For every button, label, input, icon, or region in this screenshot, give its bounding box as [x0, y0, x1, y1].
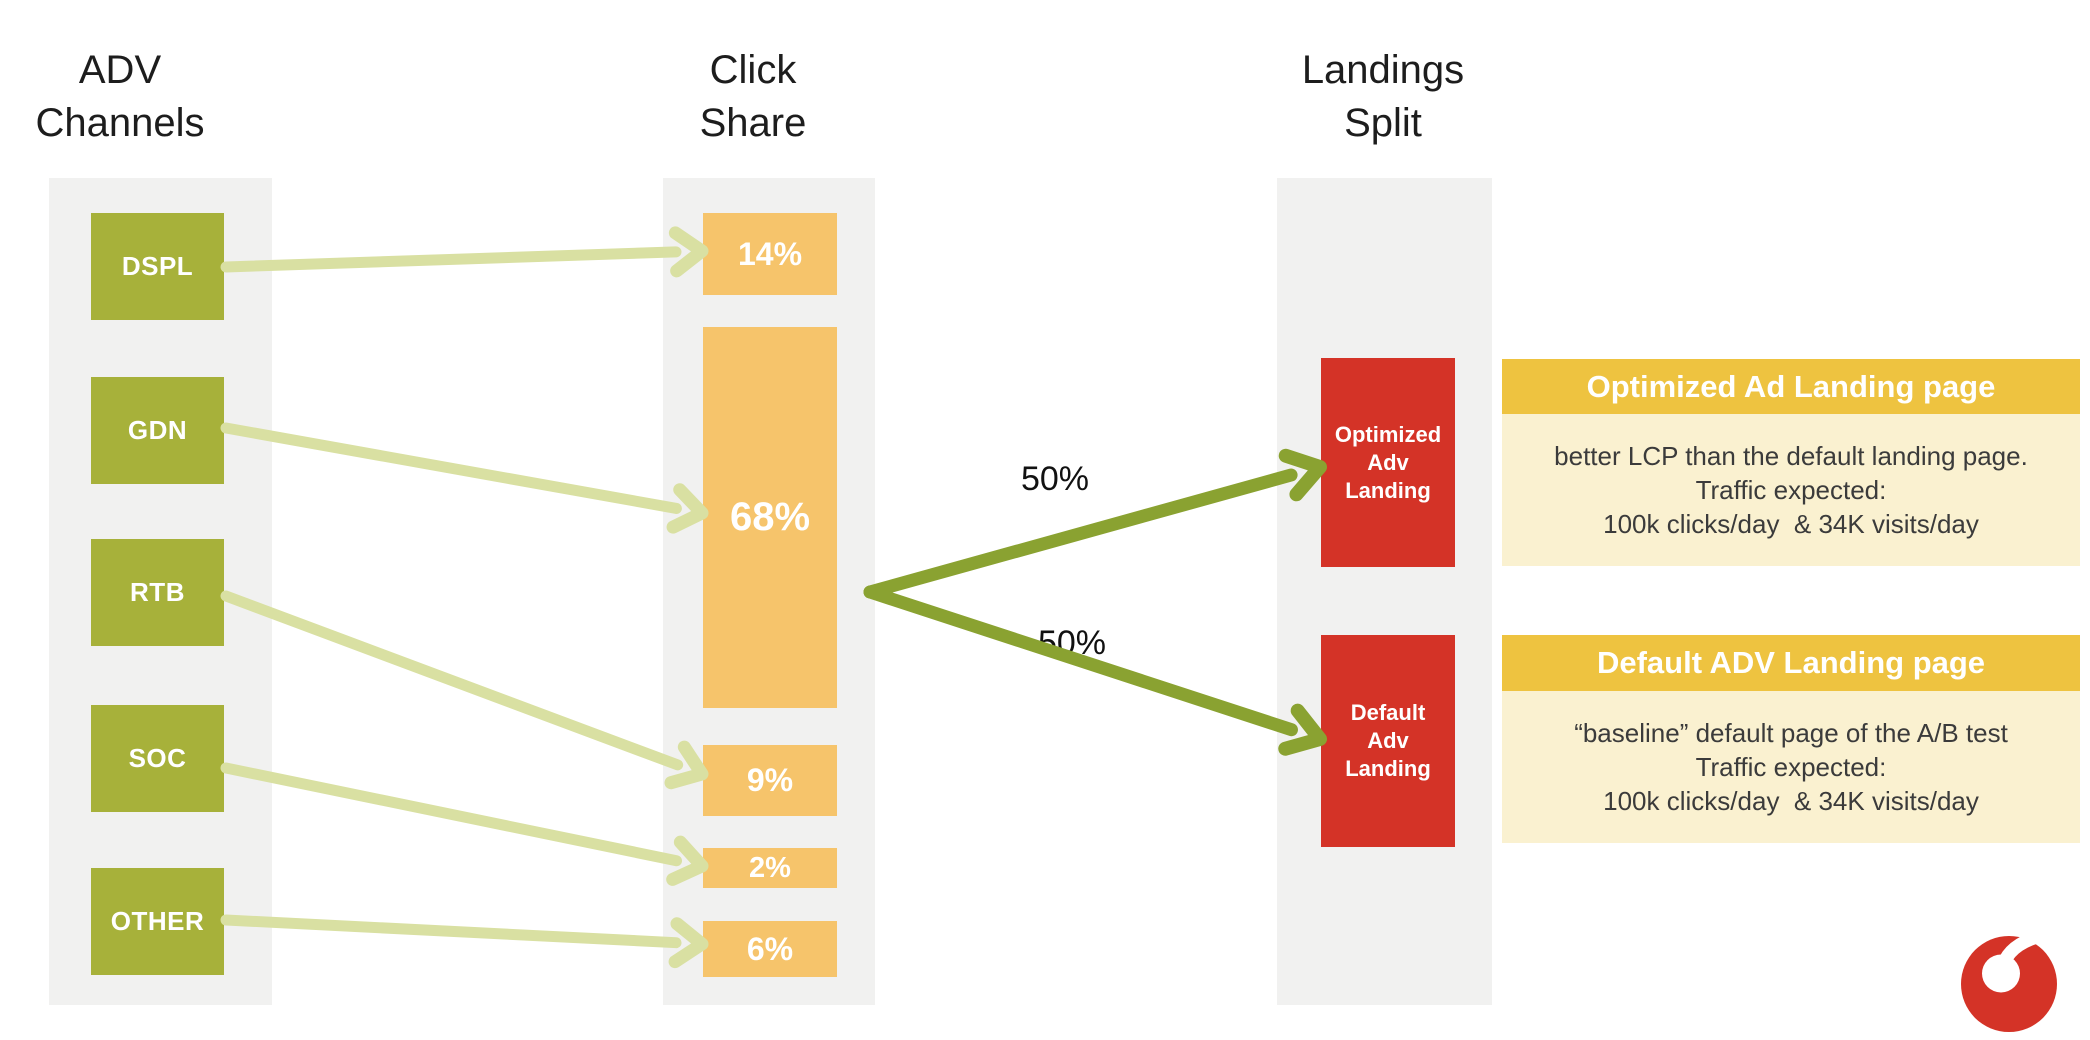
channel-box-other: OTHER	[91, 868, 224, 975]
landing-box-optimized-line3: Landing	[1345, 477, 1431, 503]
vodafone-logo-icon	[1961, 936, 2057, 1032]
arrow-rtb-to-9pct	[220, 590, 709, 790]
adv-channels-title-line2: Channels	[35, 101, 205, 145]
landings-split-title-line1: Landings	[1301, 48, 1465, 92]
channel-box-rtb: RTB	[91, 539, 224, 646]
landing-box-optimized-line1: Optimized	[1334, 421, 1442, 447]
landings-split-title: Landings Split	[1273, 44, 1493, 150]
click-share-title: Click Share	[643, 44, 863, 150]
arrow-rtb-to-9pct-shaft	[220, 590, 684, 771]
vodafone-logo-tail	[1994, 936, 2040, 976]
default-landing-card-header: Default ADV Landing page	[1502, 635, 2080, 691]
landing-box-default-line3: Landing	[1345, 756, 1431, 781]
arrow-dspl-to-14pct	[220, 226, 709, 278]
landing-box-default-line1: Default	[1350, 700, 1426, 725]
optimized-card-line1: better LCP than the default landing page…	[1554, 441, 2028, 471]
default-card-line1: “baseline” default page of the A/B test	[1574, 718, 2008, 748]
landing-box-default-line2: Adv	[1367, 728, 1409, 753]
share-box-14pct: 14%	[703, 213, 837, 295]
default-card-line2: Traffic expected:	[1695, 752, 1887, 782]
adv-channels-title-line1: ADV	[78, 48, 162, 92]
split-label-bottom: 50%	[1037, 624, 1107, 662]
landings-split-title-line2: Split	[1344, 101, 1422, 145]
channel-box-soc: SOC	[91, 705, 224, 812]
landing-box-optimized-line2: Adv	[1367, 449, 1409, 475]
share-box-68pct: 68%	[703, 327, 837, 708]
optimized-landing-card-header: Optimized Ad Landing page	[1502, 359, 2080, 414]
share-box-9pct: 9%	[703, 745, 837, 816]
optimized-card-line2: Traffic expected:	[1695, 475, 1887, 505]
click-share-title-line2: Share	[699, 101, 807, 145]
arrow-soc-to-2pct-shaft	[220, 762, 683, 867]
optimized-landing-card-body: better LCP than the default landing page…	[1502, 414, 2080, 566]
split-label-top: 50%	[1020, 460, 1090, 498]
default-landing-card-body: “baseline” default page of the A/B test …	[1502, 691, 2080, 843]
channel-box-gdn: GDN	[91, 377, 224, 484]
arrow-other-to-6pct	[220, 914, 709, 969]
share-box-6pct: 6%	[703, 921, 837, 977]
click-share-title-line1: Click	[709, 48, 797, 92]
arrow-gdn-to-68pct-shaft	[220, 422, 682, 514]
default-landing-card: Default ADV Landing page “baseline” defa…	[1502, 635, 2080, 843]
channel-box-dspl: DSPL	[91, 213, 224, 320]
share-box-2pct: 2%	[703, 848, 837, 888]
arrow-split-to-default	[863, 585, 1327, 756]
landing-box-default: Default Adv Landing	[1321, 635, 1455, 847]
landings-split-column-bg	[1277, 178, 1492, 1005]
adv-channels-title: ADV Channels	[10, 44, 230, 150]
arrow-dspl-to-14pct-shaft	[220, 246, 682, 273]
default-card-line3: 100k clicks/day & 34K visits/day	[1603, 786, 1979, 816]
arrow-soc-to-2pct	[220, 762, 709, 886]
arrow-gdn-to-68pct	[220, 422, 709, 534]
optimized-landing-card: Optimized Ad Landing page better LCP tha…	[1502, 359, 2080, 566]
landing-box-optimized: Optimized Adv Landing	[1321, 358, 1455, 567]
optimized-card-line3: 100k clicks/day & 34K visits/day	[1603, 509, 1979, 539]
arrow-other-to-6pct-shaft	[220, 914, 682, 949]
